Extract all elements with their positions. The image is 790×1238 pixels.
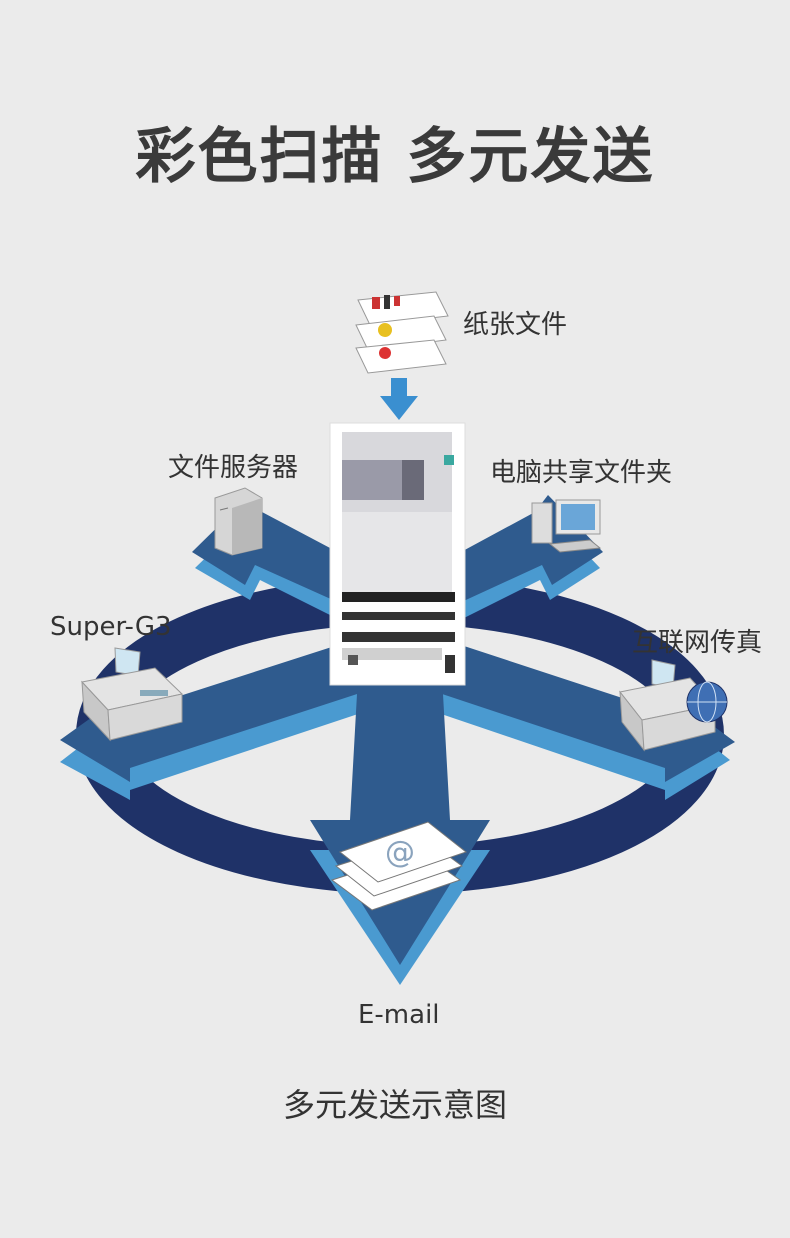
email-icon: @: [330, 821, 468, 911]
paper-documents-icon: [355, 291, 449, 374]
down-arrow-icon: [380, 378, 418, 420]
label-email: E-mail: [358, 1000, 440, 1030]
label-file-server: 文件服务器: [168, 453, 299, 483]
page-title: 彩色扫描 多元发送: [135, 122, 655, 192]
label-pc-share-folder: 电脑共享文件夹: [490, 458, 673, 488]
label-internet-fax: 互联网传真: [632, 628, 763, 658]
label-super-g3: Super-G3: [50, 612, 172, 642]
server-icon: [214, 487, 263, 556]
label-paper-documents: 纸张文件: [463, 310, 568, 340]
svg-text:@: @: [385, 835, 415, 870]
computer-icon: [531, 499, 602, 553]
internet-fax-icon: [619, 659, 728, 752]
diagram-caption: 多元发送示意图: [282, 1086, 507, 1124]
multifunction-printer-icon: [329, 422, 466, 686]
fax-machine-icon: [81, 647, 184, 742]
